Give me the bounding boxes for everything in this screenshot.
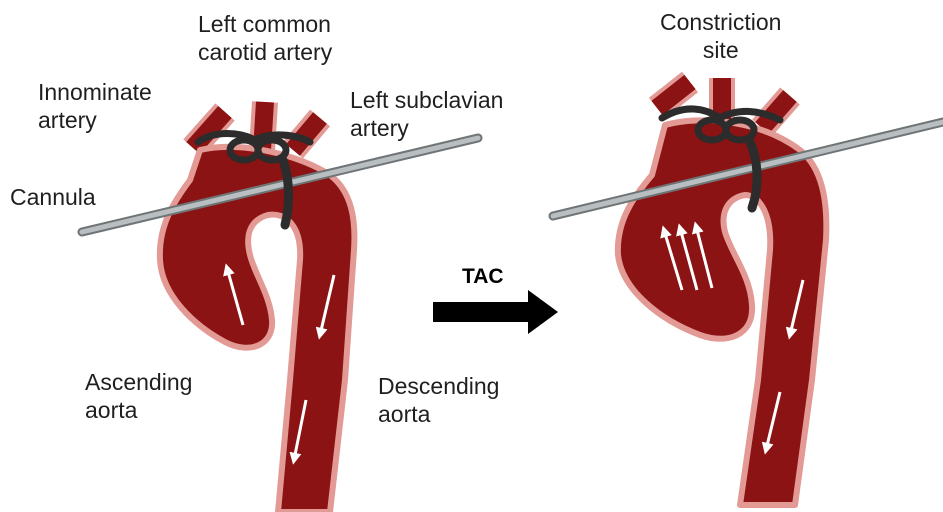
label-cannula: Cannula — [10, 183, 96, 211]
label-line: artery — [350, 114, 503, 142]
right-arrow-icon — [433, 290, 558, 334]
label-line: Left common — [198, 10, 332, 38]
label-constriction-site: Constriction site — [660, 8, 781, 64]
label-line: Left subclavian — [350, 86, 503, 114]
aortic-arch — [160, 147, 355, 512]
label-line: Ascending — [85, 368, 192, 396]
label-line: Innominate — [38, 78, 152, 106]
label-line: carotid artery — [198, 38, 332, 66]
normal-aorta — [82, 102, 478, 512]
label-tac: TAC — [462, 265, 504, 289]
constricted-aorta — [553, 78, 943, 505]
label-line: aorta — [378, 400, 499, 428]
label-line: Cannula — [10, 183, 96, 211]
label-left-subclavian: Left subclavian artery — [350, 86, 503, 142]
label-line: Constriction — [660, 8, 781, 36]
label-line: aorta — [85, 396, 192, 424]
label-left-common-carotid: Left common carotid artery — [198, 10, 332, 66]
label-descending-aorta: Descending aorta — [378, 372, 499, 428]
label-line: artery — [38, 106, 152, 134]
label-line: site — [660, 36, 781, 64]
label-line: Descending — [378, 372, 499, 400]
label-ascending-aorta: Ascending aorta — [85, 368, 192, 424]
label-innominate: Innominate artery — [38, 78, 152, 134]
